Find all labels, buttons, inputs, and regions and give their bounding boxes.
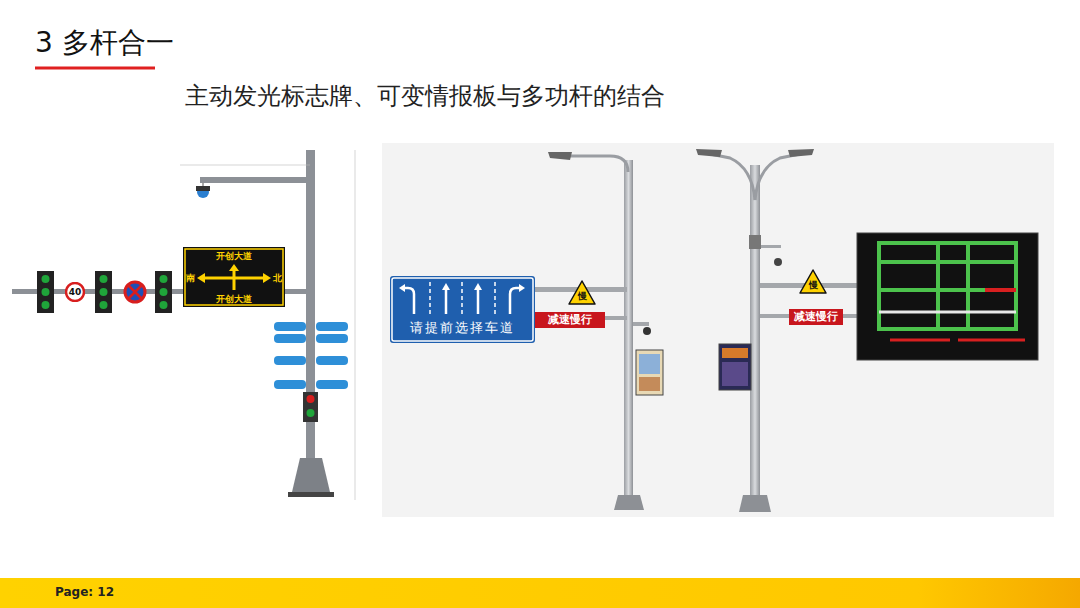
slide-title: 3 多杆合一 — [35, 24, 174, 62]
warning-triangle: 慢 — [799, 269, 827, 294]
speed-limit-sign: 40 — [65, 282, 85, 302]
sign-text: 减速慢行 — [535, 312, 605, 328]
page-number: Page: 12 — [55, 585, 114, 599]
sign-text: 慢 — [799, 280, 827, 291]
guide-sign: 开创大道南北开创大道 — [183, 247, 285, 307]
subtitle: 主动发光标志牌、可变情报板与多功杆的结合 — [185, 80, 665, 112]
sign-text: 慢 — [568, 291, 596, 302]
sign-text: 40 — [65, 286, 85, 298]
sign-text: 减速慢行 — [789, 309, 843, 325]
warning-triangle: 慢 — [568, 280, 596, 305]
sign-text: 北 — [273, 272, 282, 285]
sign-text: 开创大道 — [183, 293, 285, 306]
sign-text: 南 — [186, 272, 195, 285]
slow-down-sign: 减速慢行 — [789, 309, 843, 325]
sign-text: 开创大道 — [183, 250, 285, 263]
slow-down-sign: 减速慢行 — [535, 312, 605, 328]
sign-text: 请提前选择车道 — [390, 320, 535, 336]
lane-guide-sign: 请提前选择车道 — [390, 276, 535, 343]
